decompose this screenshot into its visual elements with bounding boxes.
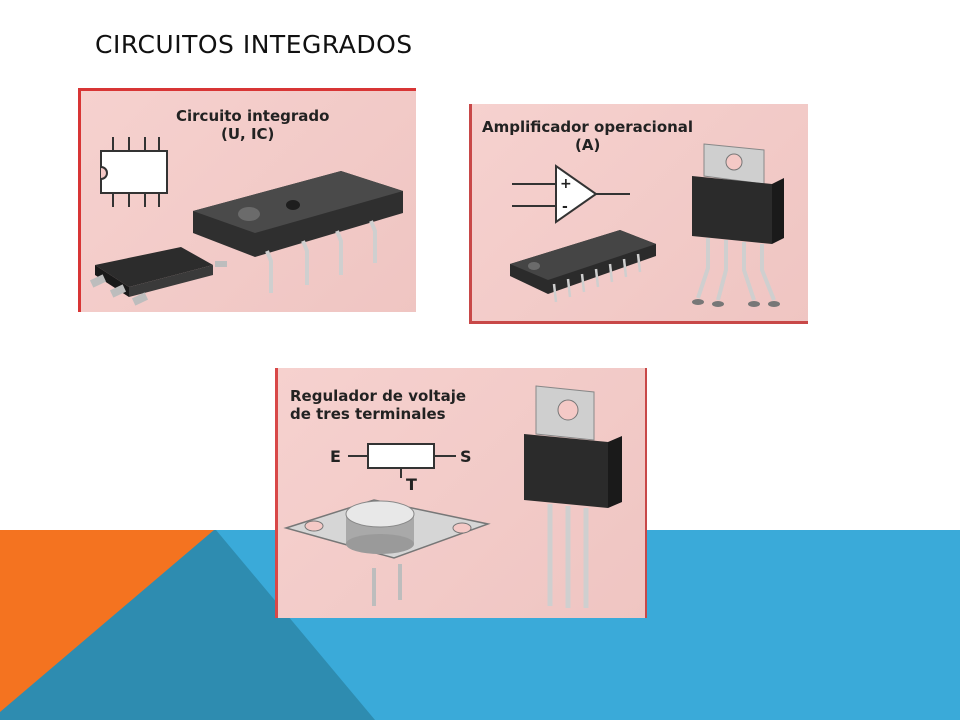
to220-package-icon [524, 385, 622, 608]
integrated-circuit-panel: Circuito integrado (U, IC) [78, 88, 416, 312]
op-amp-minus: - [562, 199, 568, 215]
op-amp-illustration: + - [510, 143, 784, 307]
regulator-terminal-e: E [330, 447, 341, 466]
regulator-terminal-t: T [406, 475, 417, 494]
regulator-label-line2: de tres terminales [290, 405, 446, 423]
regulator-illustration: E S T [283, 385, 622, 608]
smd-chip-icon [89, 247, 227, 306]
regulator-label-line1: Regulador de voltaje [290, 387, 467, 405]
ic-schematic-icon [100, 137, 168, 207]
power-package-icon [692, 143, 784, 307]
regulator-terminal-s: S [460, 447, 472, 466]
op-amp-plus: + [560, 176, 572, 192]
dip14-chip-icon [510, 230, 656, 303]
dip-chip-icon [193, 171, 403, 293]
slide-title: CIRCUITOS INTEGRADOS [95, 30, 413, 59]
op-amp-label-line1: Amplificador operacional [482, 118, 694, 136]
ic-illustration [89, 137, 403, 306]
ic-label-line2: (U, IC) [221, 125, 275, 143]
op-amp-panel: Amplificador operacional (A) + - [469, 104, 808, 324]
op-amp-symbol-icon [512, 164, 630, 224]
ic-label-line1: Circuito integrado [176, 107, 330, 125]
op-amp-label-line2: (A) [575, 136, 601, 154]
voltage-regulator-panel: Regulador de voltaje de tres terminales … [275, 368, 647, 618]
orange-triangle [0, 530, 214, 712]
to3-package-icon [283, 499, 491, 606]
regulator-schematic-icon [348, 443, 456, 478]
